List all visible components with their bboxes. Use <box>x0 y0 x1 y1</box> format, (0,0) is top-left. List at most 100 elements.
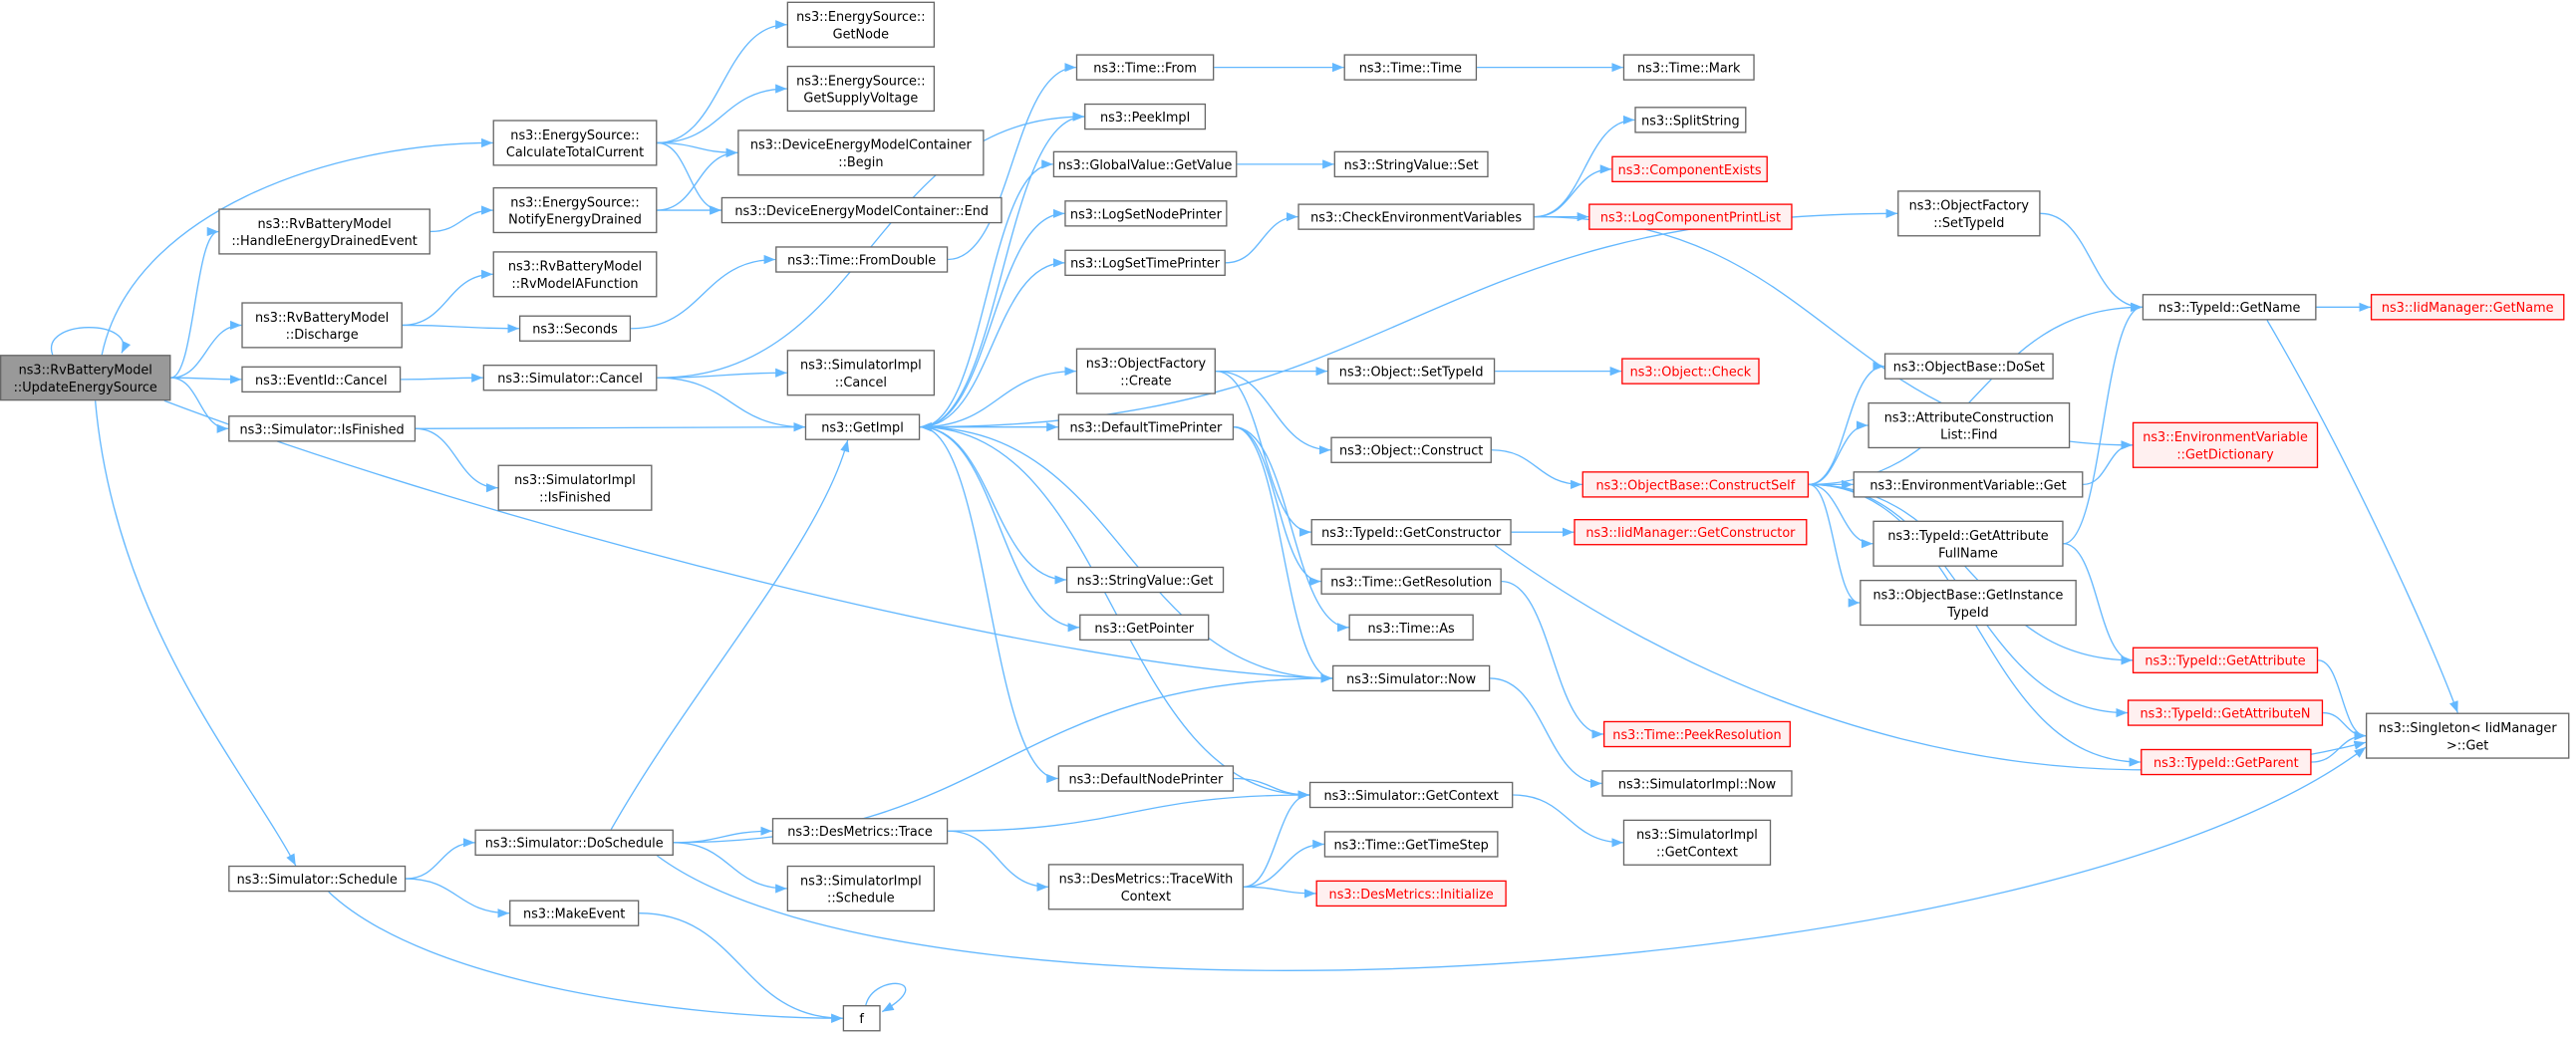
function-node[interactable]: ns3::Simulator::IsFinished <box>228 415 417 442</box>
function-node[interactable]: ns3::MakeEvent <box>509 900 640 926</box>
function-node[interactable]: ns3::IidManager::GetName <box>2370 294 2565 321</box>
node-label: ns3::LogSetNodePrinter <box>1070 207 1223 222</box>
node-label: ns3::Object::Check <box>1630 366 1752 381</box>
function-node[interactable]: ns3::SimulatorImpl::GetContext <box>1622 819 1772 866</box>
function-node[interactable]: ns3::Time::GetResolution <box>1320 568 1502 595</box>
node-label: ns3::SimulatorImpl::Schedule <box>800 874 922 906</box>
function-node[interactable]: ns3::GetImpl <box>804 413 921 440</box>
node-label: ns3::ComponentExists <box>1618 163 1762 178</box>
function-node[interactable]: ns3::EnergySource::GetNode <box>786 1 936 48</box>
function-node[interactable]: ns3::Simulator::Cancel <box>482 365 658 391</box>
function-node[interactable]: ns3::IidManager::GetConstructor <box>1574 518 1808 546</box>
function-node[interactable]: ns3::SplitString <box>1634 107 1747 133</box>
call-edge <box>1243 886 1316 899</box>
function-node[interactable]: ns3::DeviceEnergyModelContainer::End <box>720 196 1002 224</box>
node-box <box>1297 203 1535 230</box>
function-node[interactable]: ns3::Simulator::GetContext <box>1308 781 1514 809</box>
function-node[interactable]: ns3::EnergySource::GetSupplyVoltage <box>786 65 936 113</box>
call-edge <box>170 320 242 379</box>
function-node[interactable]: ns3::SimulatorImpl::Cancel <box>786 350 936 396</box>
function-node[interactable]: ns3::Object::Check <box>1621 358 1760 385</box>
node-label: ns3::TypeId::GetParent <box>2153 756 2299 771</box>
function-node[interactable]: ns3::DesMetrics::Trace <box>771 818 949 845</box>
node-label-line: ns3::StringValue::Set <box>1344 158 1479 173</box>
function-node[interactable]: ns3::EnergySource::CalculateTotalCurrent <box>492 120 658 166</box>
function-node[interactable]: ns3::Object::Construct <box>1330 436 1492 463</box>
function-node[interactable]: ns3::ObjectFactory::Create <box>1075 348 1216 394</box>
function-node[interactable]: ns3::DefaultNodePrinter <box>1057 765 1235 792</box>
root-function-node[interactable]: ns3::RvBatteryModel::UpdateEnergySource <box>0 355 171 401</box>
function-node[interactable]: ns3::PeekImpl <box>1084 103 1207 130</box>
function-node[interactable]: ns3::Time::From <box>1075 54 1215 81</box>
function-node[interactable]: ns3::LogSetTimePrinter <box>1064 249 1226 276</box>
node-box <box>1084 103 1207 130</box>
function-node[interactable]: ns3::EventId::Cancel <box>241 366 402 393</box>
function-node[interactable]: ns3::Seconds <box>518 315 632 342</box>
function-node[interactable]: ns3::CheckEnvironmentVariables <box>1297 203 1535 230</box>
function-node[interactable]: ns3::TypeId::GetParent <box>2141 748 2312 776</box>
function-node[interactable]: ns3::EnvironmentVariable::Get <box>1853 471 2084 498</box>
node-box <box>482 365 658 391</box>
node-label-line: ns3::PeekImpl <box>1100 111 1190 126</box>
function-node[interactable]: ns3::StringValue::Set <box>1333 150 1489 178</box>
function-node[interactable]: ns3::SimulatorImpl::IsFinished <box>497 464 653 511</box>
function-node[interactable]: ns3::Object::SetTypeId <box>1327 358 1496 385</box>
function-node[interactable]: ns3::DeviceEnergyModelContainer::Begin <box>737 130 985 176</box>
function-node[interactable]: ns3::ComponentExists <box>1611 155 1768 183</box>
node-label-line: ::HandleEnergyDrainedEvent <box>231 234 418 249</box>
function-node[interactable]: ns3::RvBatteryModel::HandleEnergyDrained… <box>218 208 430 255</box>
function-node[interactable]: ns3::ObjectBase::ConstructSelf <box>1581 471 1810 498</box>
node-label: ns3::DeviceEnergyModelContainer::End <box>734 204 989 219</box>
node-label-line: GetSupplyVoltage <box>803 92 918 107</box>
function-node[interactable]: ns3::SimulatorImpl::Now <box>1601 770 1793 797</box>
node-label: ns3::StringValue::Set <box>1344 158 1479 173</box>
function-node[interactable]: ns3::SimulatorImpl::Schedule <box>786 865 936 912</box>
function-node[interactable]: ns3::TypeId::GetAttribute <box>2132 647 2319 673</box>
function-node[interactable]: f <box>842 1005 881 1032</box>
function-node[interactable]: ns3::TypeId::GetAttributeN <box>2127 699 2324 726</box>
function-node[interactable]: ns3::Time::Time <box>1343 54 1478 81</box>
function-node[interactable]: ns3::RvBatteryModel::Discharge <box>241 302 403 349</box>
function-node[interactable]: ns3::Simulator::Schedule <box>228 865 407 893</box>
function-node[interactable]: ns3::EnvironmentVariable::GetDictionary <box>2132 421 2319 468</box>
function-node[interactable]: ns3::GlobalValue::GetValue <box>1052 150 1238 178</box>
function-node[interactable]: ns3::TypeId::GetConstructor <box>1310 518 1512 546</box>
function-node[interactable]: ns3::GetPointer <box>1079 614 1210 642</box>
function-node[interactable]: ns3::Time::Mark <box>1622 54 1755 81</box>
function-node[interactable]: ns3::RvBatteryModel::RvModelAFunction <box>492 251 658 298</box>
function-node[interactable]: ns3::TypeId::GetName <box>2142 294 2317 321</box>
node-box <box>1057 765 1235 792</box>
node-label-line: ::UpdateEnergySource <box>14 381 157 395</box>
call-edge <box>673 826 772 844</box>
call-edge <box>170 375 242 385</box>
node-label-line: GetNode <box>833 27 890 42</box>
function-node[interactable]: ns3::Singleton< IidManager>::Get <box>2365 712 2570 759</box>
node-label: ns3::IidManager::GetConstructor <box>1585 526 1796 541</box>
node-label: ns3::SimulatorImpl::GetContext <box>1636 828 1758 860</box>
function-node[interactable]: ns3::Simulator::Now <box>1332 664 1491 692</box>
call-edge <box>402 324 519 334</box>
function-node[interactable]: ns3::EnergySource::NotifyEnergyDrained <box>492 186 658 234</box>
node-box <box>1611 155 1768 183</box>
function-node[interactable]: ns3::ObjectBase::DoSet <box>1883 353 2054 380</box>
function-node[interactable]: ns3::Time::FromDouble <box>775 246 949 273</box>
function-node[interactable]: ns3::Time::GetTimeStep <box>1323 831 1499 858</box>
function-node[interactable]: ns3::LogComponentPrintList <box>1588 203 1793 230</box>
node-label: ns3::RvBatteryModel::Discharge <box>255 311 389 343</box>
call-edge <box>170 226 219 379</box>
function-node[interactable]: ns3::DefaultTimePrinter <box>1057 413 1235 440</box>
function-node[interactable]: ns3::Time::As <box>1348 614 1474 642</box>
node-label: ns3::RvBatteryModel::RvModelAFunction <box>508 260 642 292</box>
function-node[interactable]: ns3::Simulator::DoSchedule <box>474 829 674 856</box>
function-node[interactable]: ns3::StringValue::Get <box>1065 566 1225 594</box>
function-node[interactable]: ns3::Time::PeekResolution <box>1603 720 1791 748</box>
function-node[interactable]: ns3::DesMetrics::Initialize <box>1315 880 1507 908</box>
function-node[interactable]: ns3::LogSetNodePrinter <box>1064 200 1228 227</box>
function-node[interactable]: ns3::ObjectFactory::SetTypeId <box>1897 190 2041 237</box>
node-label: ns3::EnergySource::GetNode <box>796 10 925 42</box>
call-edge <box>401 373 483 383</box>
